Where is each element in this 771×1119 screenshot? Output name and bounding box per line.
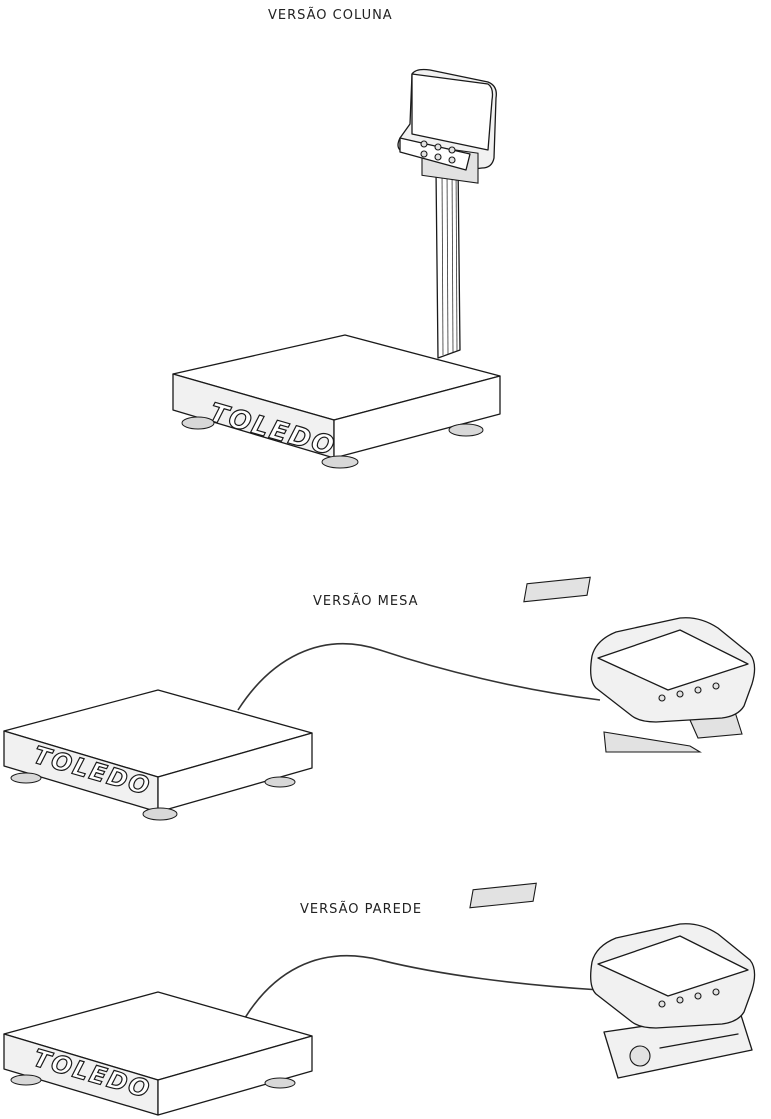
- caption-versao-parede: VERSÃO PAREDE: [300, 902, 423, 917]
- scale-platform-icon: TOLEDO: [172, 334, 501, 469]
- desk-indicator-icon: [523, 576, 756, 753]
- wall-version-scale: TOLEDO: [3, 882, 756, 1116]
- column-indicator-icon: [397, 68, 497, 184]
- column-pole: [435, 161, 461, 359]
- wall-cable: [237, 955, 601, 1031]
- scale-platform-icon: TOLEDO: [3, 689, 313, 821]
- desk-version-scale: TOLEDO: [3, 576, 756, 821]
- caption-versao-coluna: VERSÃO COLUNA: [268, 8, 393, 23]
- column-version-scale: TOLEDO: [172, 68, 501, 469]
- caption-versao-mesa: VERSÃO MESA: [313, 594, 419, 609]
- wall-indicator-icon: [469, 882, 756, 1079]
- desk-cable: [237, 642, 601, 711]
- scale-platform-icon: TOLEDO: [3, 991, 313, 1116]
